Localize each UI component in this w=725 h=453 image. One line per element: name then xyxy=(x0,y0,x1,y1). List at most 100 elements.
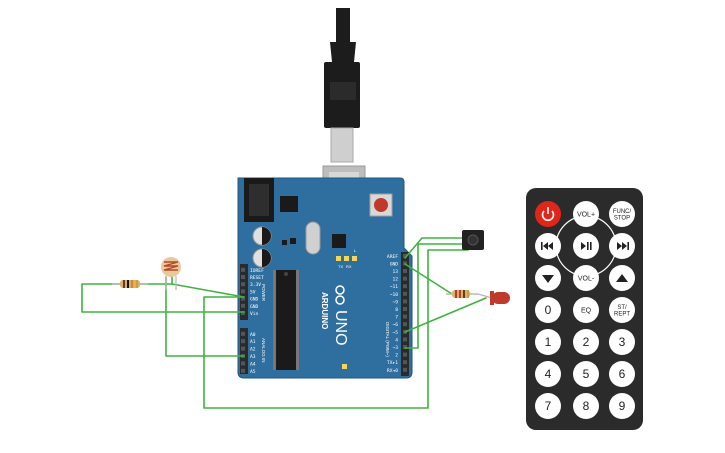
digit-8-button-face[interactable] xyxy=(573,393,599,419)
wire-pin5-to-led[interactable] xyxy=(404,297,487,333)
analog-pin-hole[interactable] xyxy=(241,331,245,336)
vol-down-button[interactable]: VOL- xyxy=(573,265,599,291)
digit-0-button-face[interactable] xyxy=(535,297,561,323)
power-pin-hole[interactable] xyxy=(241,275,245,279)
reset-button-cap[interactable] xyxy=(374,198,388,212)
digital-pin-hole[interactable] xyxy=(403,284,407,289)
func-stop-button-label-line: STOP xyxy=(614,216,630,222)
power-pin-hole[interactable] xyxy=(241,311,245,315)
vol-down-button-face[interactable] xyxy=(573,265,599,291)
wire-gnd-to-resistor[interactable] xyxy=(404,263,453,295)
digit-2-button[interactable]: 2 xyxy=(573,329,599,355)
resistor-band xyxy=(459,290,461,298)
analog-pin-hole[interactable] xyxy=(241,346,245,351)
up-button[interactable] xyxy=(609,265,635,291)
analog-pin-hole[interactable] xyxy=(241,361,245,366)
digit-8-button[interactable]: 8 xyxy=(573,393,599,419)
digit-5-button-label: 5 xyxy=(583,367,590,381)
digit-4-button-face[interactable] xyxy=(535,361,561,387)
digit-6-button-face[interactable] xyxy=(609,361,635,387)
st-rept-button-face[interactable] xyxy=(609,297,635,323)
digit-9-button-face[interactable] xyxy=(609,393,635,419)
st-rept-button[interactable]: ST/REPT xyxy=(609,297,635,323)
wire-resistor-to-gnd[interactable] xyxy=(81,283,245,313)
digit-5-button-face[interactable] xyxy=(573,361,599,387)
digital-pin-hole[interactable] xyxy=(403,276,407,281)
power-pin-hole[interactable] xyxy=(241,296,245,301)
analog-header-title: ANALOG IN xyxy=(261,338,266,363)
power-pin-hole[interactable] xyxy=(241,282,245,287)
power-pin-hole[interactable] xyxy=(241,303,245,308)
play-pause-button[interactable] xyxy=(573,233,599,259)
digit-4-button[interactable]: 4 xyxy=(535,361,561,387)
wire-ldr-to-5v[interactable] xyxy=(171,283,245,298)
wire-5v-to-ir-receiver[interactable] xyxy=(203,249,469,409)
digit-4-button-label-line: 4 xyxy=(545,367,552,381)
digital-pin-label: RX◂0 xyxy=(387,368,398,374)
power-arc xyxy=(541,210,555,222)
model-label: UNO xyxy=(332,310,349,346)
digit-2-button-face[interactable] xyxy=(573,329,599,355)
digit-1-button[interactable]: 1 xyxy=(535,329,561,355)
resistor-right[interactable] xyxy=(446,290,478,298)
digit-5-button[interactable]: 5 xyxy=(573,361,599,387)
digital-pin-hole[interactable] xyxy=(403,367,407,372)
digit-3-button[interactable]: 3 xyxy=(609,329,635,355)
digit-0-button[interactable]: 0 xyxy=(535,297,561,323)
down-button[interactable] xyxy=(535,265,561,291)
power-button[interactable] xyxy=(535,201,561,227)
digit-9-button[interactable]: 9 xyxy=(609,393,635,419)
digit-3-button-face[interactable] xyxy=(609,329,635,355)
digital-pin-hole[interactable] xyxy=(403,291,407,296)
digital-pin-hole[interactable] xyxy=(403,337,407,342)
tx-led xyxy=(336,256,341,261)
digital-pin-hole[interactable] xyxy=(403,307,407,311)
wire-resistor-to-ldr[interactable] xyxy=(139,276,173,285)
power-pin-label: Vin xyxy=(250,311,259,317)
power-pin-hole[interactable] xyxy=(241,289,245,294)
func-stop-button[interactable]: FUNC/STOP xyxy=(609,201,635,227)
digital-pin-hole[interactable] xyxy=(403,322,407,327)
red-led[interactable] xyxy=(477,291,510,305)
analog-pin-hole[interactable] xyxy=(241,368,245,373)
wire-pin3-to-ir-signal[interactable] xyxy=(404,243,467,349)
eq-button[interactable]: EQ xyxy=(573,297,599,323)
digital-pin-hole[interactable] xyxy=(403,299,407,304)
photoresistor[interactable] xyxy=(161,257,181,290)
digital-pin-hole[interactable] xyxy=(403,269,407,273)
digit-7-button-face[interactable] xyxy=(535,393,561,419)
vol-up-button-face[interactable] xyxy=(573,201,599,227)
digital-pin-hole[interactable] xyxy=(403,253,407,258)
ff-arrows xyxy=(617,242,627,250)
digit-1-button-face[interactable] xyxy=(535,329,561,355)
next-button[interactable] xyxy=(609,233,635,259)
ir-receiver[interactable] xyxy=(462,230,484,250)
prev-button[interactable] xyxy=(535,233,561,259)
resistor-left[interactable] xyxy=(112,280,148,288)
digital-pin-hole[interactable] xyxy=(403,314,407,319)
digit-6-button[interactable]: 6 xyxy=(609,361,635,387)
wire-ldr-to-a3[interactable] xyxy=(165,276,245,357)
digital-pin-hole[interactable] xyxy=(403,345,407,349)
eq-button-face[interactable] xyxy=(573,297,599,323)
digital-pin-label: ~3 xyxy=(392,345,398,351)
power-pin-hole[interactable] xyxy=(241,267,245,272)
vol-up-button-label: VOL+ xyxy=(577,212,595,219)
func-stop-button-face[interactable] xyxy=(609,201,635,227)
wire-gnd-to-ir-receiver[interactable] xyxy=(404,237,467,259)
digit-7-button[interactable]: 7 xyxy=(535,393,561,419)
arduino-board[interactable]: TX RX L ARDUINO UNO AREFGND1312~11~10~98… xyxy=(237,177,413,379)
rewind-icon xyxy=(541,242,553,250)
digital-pin-hole[interactable] xyxy=(403,352,407,357)
st-rept-button-label-line: ST/ xyxy=(617,305,627,311)
analog-pin-hole[interactable] xyxy=(241,339,245,344)
vol-up-button[interactable]: VOL+ xyxy=(573,201,599,227)
vol-up-button-label-line: VOL+ xyxy=(577,212,595,219)
usb-interface-chip xyxy=(332,234,346,248)
digit-5-button-label-line: 5 xyxy=(583,367,590,381)
digital-pin-hole[interactable] xyxy=(403,360,407,365)
voltage-regulator xyxy=(280,196,298,212)
power-icon xyxy=(541,207,555,222)
